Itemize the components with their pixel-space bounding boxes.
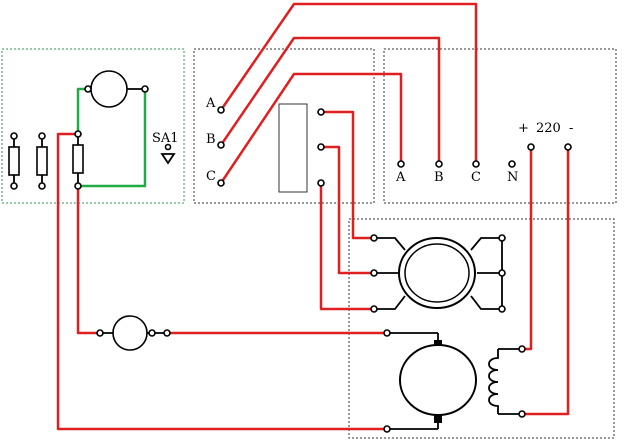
- supply-label-n: N: [507, 170, 518, 185]
- meter-top: [84, 70, 149, 108]
- wire-rheostat-meter: [76, 87, 88, 134]
- red-wires: [56, 2, 570, 431]
- supply-label-a: A: [395, 170, 406, 185]
- phase-terminal-b: [217, 141, 225, 149]
- wire-sw3-to-motor: [319, 183, 374, 311]
- switch-label: SA1: [152, 131, 179, 146]
- phase-label-b: B: [206, 132, 216, 147]
- wire-plus-field: [522, 147, 533, 351]
- switch-terminal-2: [317, 143, 325, 151]
- wire-resistor-ammeter: [76, 186, 100, 335]
- power-supply-panel: [383, 48, 617, 204]
- field-winding: [488, 345, 526, 418]
- wire-sw2-to-motor: [321, 145, 374, 275]
- switch-terminal-3: [317, 179, 325, 187]
- three-phase-motor: [370, 234, 506, 313]
- wire-c-to-a: [219, 72, 403, 184]
- machine-panel: [348, 218, 615, 439]
- dc-machine: [383, 329, 477, 433]
- supply-label-c: C: [471, 170, 481, 185]
- resistor-3: [72, 130, 84, 190]
- phase-label-a: A: [205, 96, 216, 111]
- supply-label-b: B: [434, 170, 444, 185]
- phase-label-c: C: [206, 169, 216, 184]
- wire-sw1-to-motor: [321, 110, 374, 240]
- wire-a-to-c: [219, 2, 478, 164]
- wire-bottom-return: [56, 132, 387, 431]
- switch-terminal-1: [317, 108, 325, 116]
- resistor-1: [8, 132, 20, 190]
- phase-terminal-a: [217, 106, 225, 114]
- dc-plus-terminal: [527, 143, 535, 151]
- ammeter: [96, 315, 171, 351]
- resistor-panel: [1, 48, 185, 204]
- supply-terminal-b: [435, 160, 443, 168]
- supply-terminal-c: [472, 160, 480, 168]
- resistor-2: [36, 132, 48, 190]
- switch-icon: [160, 143, 176, 165]
- wire-b-to-b: [219, 36, 441, 164]
- dc-minus-label: -: [569, 121, 573, 136]
- wire-meter-switch: [78, 89, 147, 188]
- three-phase-switch: [278, 103, 308, 193]
- phase-terminal-c: [217, 179, 225, 187]
- dc-minus-terminal: [564, 143, 572, 151]
- dc-plus-label: +: [518, 121, 529, 136]
- phase-input-panel: [193, 48, 375, 204]
- dc-voltage-label: 220: [536, 121, 561, 136]
- supply-terminal-n: [508, 160, 516, 168]
- supply-terminal-a: [397, 160, 405, 168]
- wire-minus-field: [522, 147, 570, 416]
